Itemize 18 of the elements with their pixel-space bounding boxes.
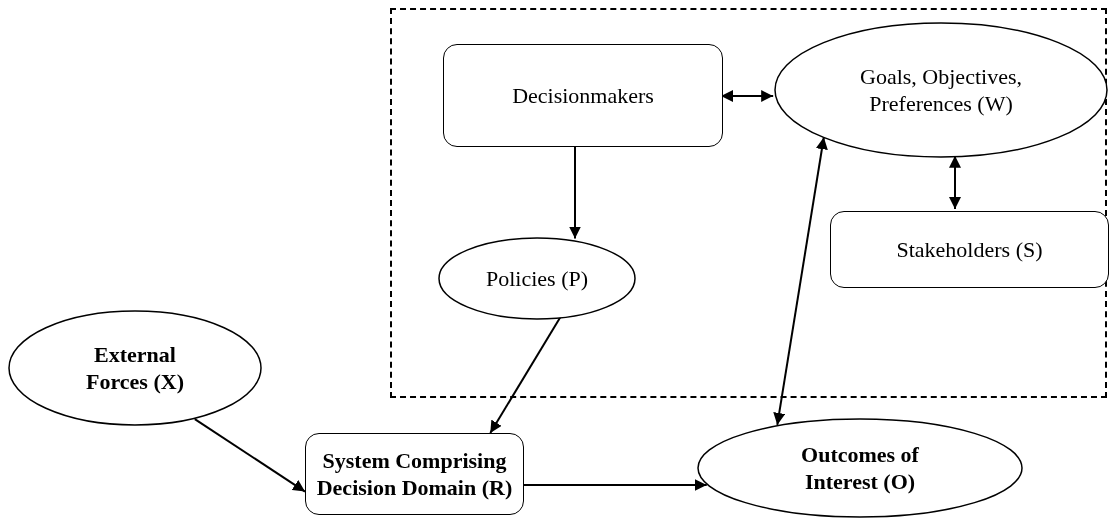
node-label: System Comprising Decision Domain (R) xyxy=(315,446,514,502)
arrow xyxy=(193,418,306,493)
node-label: External Forces (X) xyxy=(85,340,185,396)
ellipse-node xyxy=(438,237,636,320)
ellipse-node xyxy=(8,310,262,426)
node-label: Policies (P) xyxy=(485,264,589,293)
node-label: Decisionmakers xyxy=(512,81,654,110)
node-label: Outcomes of Interest (O) xyxy=(800,440,920,496)
ellipse-node xyxy=(774,22,1108,158)
ellipse-node xyxy=(697,418,1023,518)
arrow xyxy=(773,136,828,426)
node-label: Goals, Objectives, Preferences (W) xyxy=(859,62,1023,118)
rounded-box xyxy=(305,433,524,515)
dashed-boundary-box xyxy=(390,8,1107,398)
rounded-box xyxy=(830,211,1109,288)
node-label: Stakeholders (S) xyxy=(896,235,1043,264)
rounded-box xyxy=(443,44,723,147)
arrow xyxy=(523,479,708,491)
